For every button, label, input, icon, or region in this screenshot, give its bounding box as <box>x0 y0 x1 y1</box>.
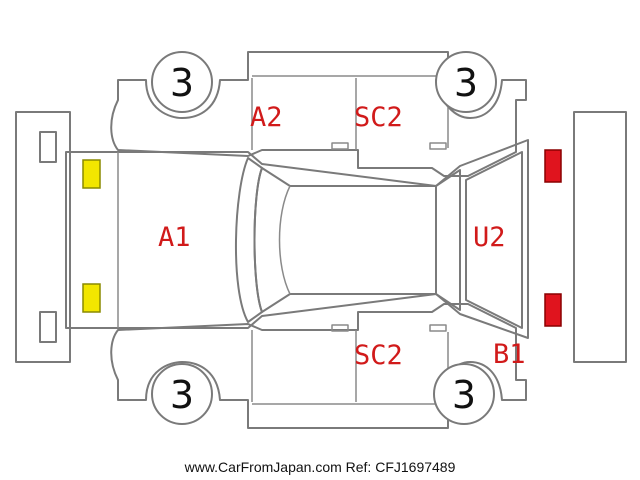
rear-bumper <box>573 111 627 363</box>
body-top-view <box>65 139 529 339</box>
front-light-left <box>82 159 101 189</box>
rear-light-left <box>544 149 562 183</box>
wheel-rear-left: 3 <box>435 51 497 113</box>
wheel-front-left: 3 <box>151 51 213 113</box>
rear-window <box>435 169 461 311</box>
damage-code-rear-corner: B1 <box>493 339 526 370</box>
wheel-rear-right-rating: 3 <box>452 373 476 417</box>
wheel-front-right-rating: 3 <box>170 373 194 417</box>
right-side-handles <box>331 324 447 332</box>
footer-reference: www.CarFromJapan.com Ref: CFJ1697489 <box>184 459 456 475</box>
damage-code-right-rear-door: SC2 <box>354 340 403 371</box>
rear-hatch <box>465 151 523 329</box>
left-side-panel <box>110 51 527 177</box>
wheel-rear-right: 3 <box>433 363 495 425</box>
damage-code-hood: A1 <box>158 222 191 253</box>
damage-code-left-rear-door: SC2 <box>354 102 403 133</box>
damage-code-rear-hatch: U2 <box>473 222 506 253</box>
wheel-front-left-rating: 3 <box>170 61 194 105</box>
wheel-rear-left-rating: 3 <box>454 61 478 105</box>
front-bumper <box>15 111 71 363</box>
front-light-right <box>82 283 101 313</box>
roof-inner <box>278 185 291 295</box>
roof-panel <box>253 167 437 313</box>
damage-code-a-pillar: A2 <box>250 102 283 133</box>
rear-light-right <box>544 293 562 327</box>
wheel-front-right: 3 <box>151 363 213 425</box>
left-side-handles <box>331 142 447 150</box>
right-side-door-divider <box>251 330 449 402</box>
